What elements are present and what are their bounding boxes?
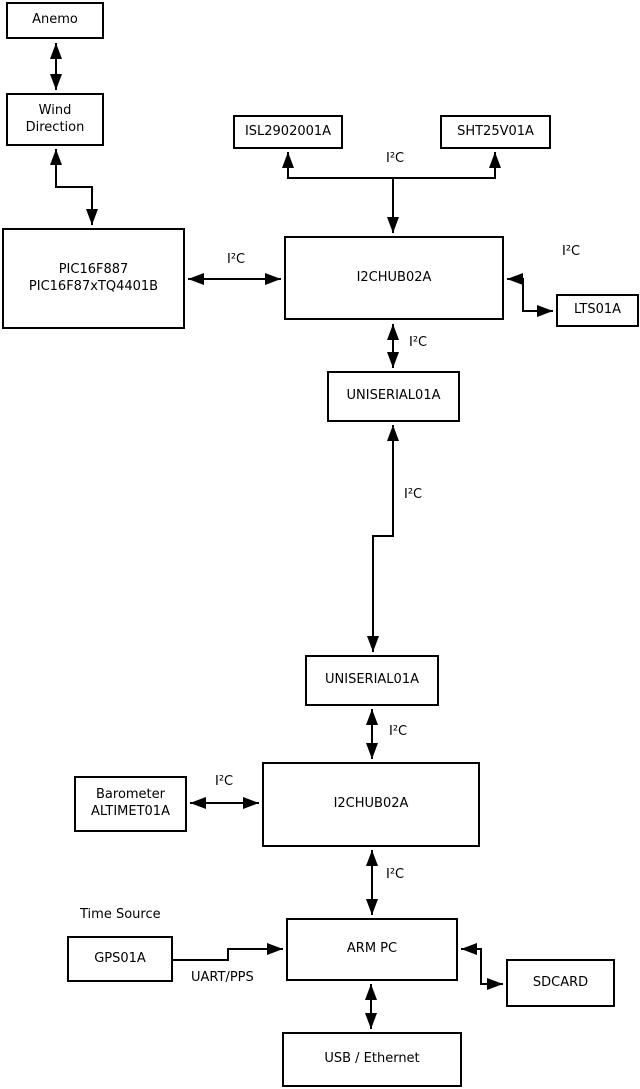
node-sdcard-label: SDCARD	[532, 974, 589, 990]
node-usb-ethernet: USB / Ethernet	[282, 1032, 462, 1087]
edge-label-i2c-pic-hub: I²C	[227, 252, 246, 267]
node-barometer-label: Barometer ALTIMET01A	[91, 787, 170, 819]
node-arm-pc: ARM PC	[286, 918, 458, 981]
edge-label-i2c-branch: I²C	[386, 151, 405, 166]
node-lts01a-label: LTS01A	[573, 302, 622, 318]
edge-label-uart-pps: UART/PPS	[191, 970, 254, 985]
node-arm-pc-label: ARM PC	[346, 941, 398, 957]
node-barometer: Barometer ALTIMET01A	[74, 776, 187, 832]
edge-label-i2c-hub-uni1: I²C	[409, 335, 428, 350]
edge-label-i2c-uni2-hub2: I²C	[389, 724, 408, 739]
node-wind-direction-label: Wind Direction	[25, 102, 85, 135]
edge-label-i2c-barometer: I²C	[215, 774, 234, 789]
node-wind-direction: Wind Direction	[6, 93, 104, 146]
edge-label-i2c-uni1-uni2: I²C	[404, 487, 423, 502]
node-usb-ethernet-label: USB / Ethernet	[324, 1051, 420, 1067]
node-pic-microcontroller-label: PIC16F887 PIC16F87xTQ4401B	[28, 261, 159, 294]
connector-armpc-sdcard-b	[480, 949, 503, 990]
connector-wind-pic	[50, 149, 98, 225]
node-anemometer-label: Anemo	[32, 12, 78, 28]
node-isl2902001a: ISL2902001A	[233, 115, 343, 149]
node-lts01a: LTS01A	[556, 294, 639, 327]
node-uniserial-bottom: UNISERIAL01A	[305, 655, 439, 706]
node-uniserial-bottom-label: UNISERIAL01A	[325, 672, 419, 688]
node-gps01a: GPS01A	[67, 936, 173, 982]
node-uniserial-top: UNISERIAL01A	[327, 371, 460, 422]
edge-label-i2c-hub2-armpc: I²C	[386, 867, 405, 882]
node-sht25v01a-label: SHT25V01A	[457, 123, 534, 139]
connector-gps-armpc	[173, 943, 283, 961]
connector-hub1-lts-b	[522, 279, 553, 317]
node-uniserial-top-label: UNISERIAL01A	[346, 388, 441, 404]
node-i2c-hub-top-label: I2CHUB02A	[356, 269, 432, 285]
node-anemometer: Anemo	[6, 2, 104, 39]
node-isl2902001a-label: ISL2902001A	[244, 123, 332, 139]
annotation-time-source: Time Source	[80, 907, 161, 922]
connector-uni1-uni2	[367, 425, 399, 652]
edge-label-i2c-lts: I²C	[562, 244, 581, 259]
node-i2c-hub-top: I2CHUB02A	[284, 236, 504, 320]
node-i2c-hub-bottom-label: I2CHUB02A	[333, 796, 409, 812]
node-i2c-hub-bottom: I2CHUB02A	[262, 762, 480, 847]
node-sht25v01a: SHT25V01A	[440, 115, 551, 149]
node-pic-microcontroller: PIC16F887 PIC16F87xTQ4401B	[2, 228, 185, 329]
node-sdcard: SDCARD	[506, 959, 615, 1007]
node-gps01a-label: GPS01A	[94, 950, 146, 966]
